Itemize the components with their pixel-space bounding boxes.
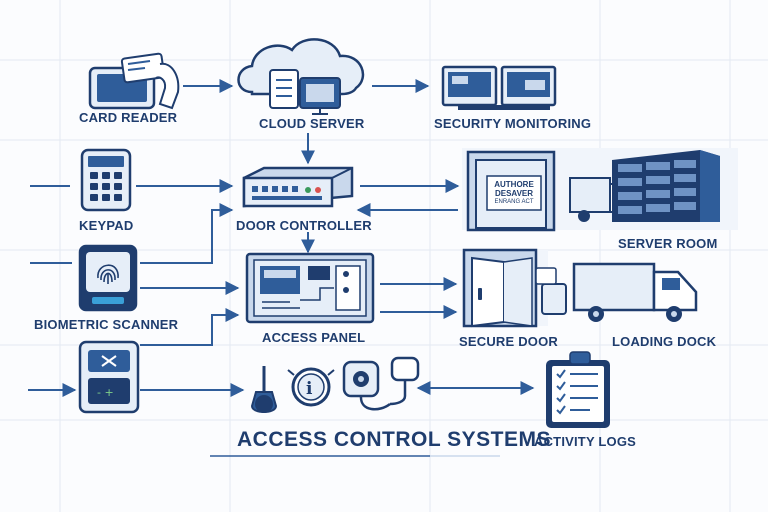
label-access-panel: ACCESS PANEL [262, 330, 366, 345]
sensor-icon [342, 360, 391, 411]
server-rack-icon [612, 150, 720, 222]
door-sign-line-3: ENRANG ACT [494, 199, 534, 205]
label-secure-door: SECURE DOOR [459, 334, 558, 349]
monitor-icon [441, 65, 557, 110]
label-biometric-scanner: BIOMETRIC SCANNER [34, 317, 179, 332]
info-gauge-icon: i [287, 367, 335, 407]
door-controller-icon [242, 166, 354, 208]
door-sign-line-1: AUTHORE [494, 180, 534, 189]
thermometer-icon [250, 366, 278, 413]
diagram-title: ACCESS CONTROL SYSTEMS [237, 428, 551, 451]
svg-text:i: i [306, 379, 313, 399]
fingerprint-icon [78, 244, 138, 312]
secure-door-icon [462, 248, 567, 328]
door-sign-line-2: DESAVER [494, 189, 534, 198]
label-loading-dock: LOADING DOCK [612, 334, 717, 349]
label-cloud-server: CLOUD SERVER [259, 116, 365, 131]
loading-dock-truck-icon [572, 262, 698, 322]
connector-keypad2-to-panel [140, 308, 240, 346]
label-server-room: SERVER ROOM [618, 236, 718, 251]
cloud-server-icon [237, 38, 365, 115]
door-sign: AUTHORE DESAVER ENRANG ACT [489, 180, 539, 207]
keypad-icon [80, 148, 132, 212]
access-panel-icon [245, 252, 375, 324]
clipboard-icon [546, 351, 610, 428]
exit-device-icon [389, 356, 420, 406]
label-activity-logs: ACTIVITY LOGS [534, 434, 637, 449]
connector-biometric-to-controller [140, 203, 234, 264]
svg-text:- +: - + [97, 386, 114, 399]
card-reader-icon [88, 52, 180, 110]
label-door-controller: DOOR CONTROLLER [236, 218, 372, 233]
label-card-reader: CARD READER [79, 110, 178, 125]
access-terminal-icon: - + [78, 340, 140, 414]
label-keypad: KEYPAD [79, 218, 134, 233]
label-security-monitoring: SECURITY MONITORING [434, 116, 592, 131]
connectors [28, 79, 587, 397]
